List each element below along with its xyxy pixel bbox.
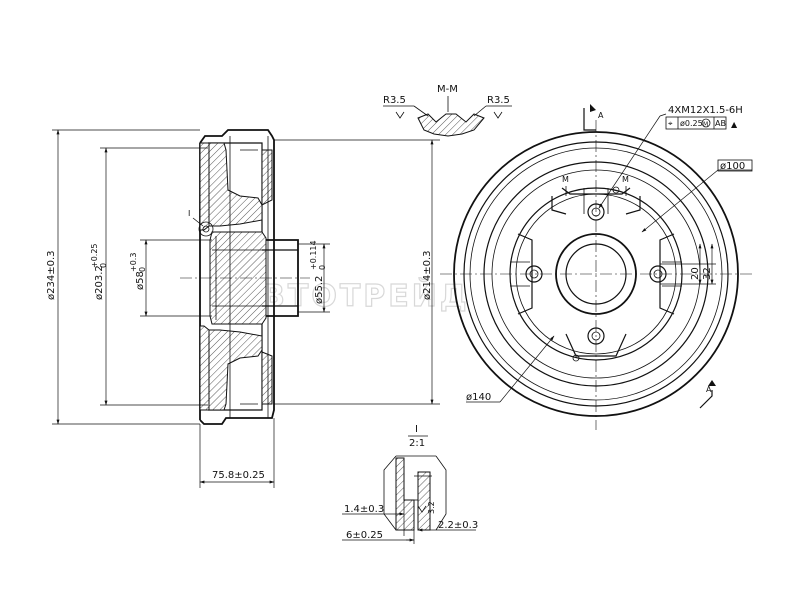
detail-title: I xyxy=(415,424,418,435)
dim-hub-tol-lower: 0 xyxy=(318,265,327,270)
side-section-view: I ø234±0.3 ø203.2 +0.25 0 ø58 +0.3 0 ø55… xyxy=(46,129,440,488)
detail-i-view: I 2:1 1.4±0.3 6±0.25 2.2±0.3 3.2 xyxy=(342,424,478,544)
dim-detail-d3: 2.2±0.3 xyxy=(438,520,478,531)
thread-callout: 4XM12X1.5-6H xyxy=(668,105,743,116)
dim-rim-dia: ø140 xyxy=(466,392,491,403)
view-marker-bottom: A xyxy=(706,385,712,394)
tolerance-modifier: M xyxy=(703,121,708,128)
detail-scale: 2:1 xyxy=(409,438,425,449)
tolerance-frame: ⌖ ø0.25 M AB ▲ xyxy=(665,116,738,130)
detail-roughness: 3.2 xyxy=(427,501,436,514)
dim-pcd: ø100 xyxy=(720,161,745,172)
dim-flange-dia: ø214±0.3 xyxy=(422,251,433,301)
dim-bore-tol-upper: +0.3 xyxy=(129,253,138,272)
front-view: M M A A 4XM12X1.5-6H ⌖ ø0.25 M AB ▲ xyxy=(440,104,753,430)
dim-offset-large: 32 xyxy=(702,267,713,280)
section-radius-left: R3.5 xyxy=(383,95,406,106)
dim-detail-d2: 6±0.25 xyxy=(346,530,383,541)
section-radius-right: R3.5 xyxy=(487,95,510,106)
dim-drum-inner-tol-lower: 0 xyxy=(99,263,108,268)
dim-offset-small: 20 xyxy=(690,267,701,280)
dim-hub-tol-upper: +0.114 xyxy=(309,240,318,270)
view-marker-top: A xyxy=(598,111,604,120)
dim-depth: 75.8±0.25 xyxy=(212,470,265,481)
section-mm-detail: M-M R3.5 R3.5 xyxy=(383,84,512,137)
tolerance-symbol: ⌖ xyxy=(668,119,673,128)
dim-hub-dia: ø55.2 xyxy=(314,276,325,304)
dim-drum-inner-dia: ø203.2 xyxy=(94,265,105,300)
dim-bore-dia: ø58 xyxy=(135,271,146,290)
dim-outer-dia: ø234±0.3 xyxy=(46,251,57,301)
tolerance-datum: AB xyxy=(715,119,726,128)
tolerance-value: ø0.25 xyxy=(680,119,703,128)
dim-detail-d1: 1.4±0.3 xyxy=(344,504,384,515)
watermark-text: ВТОТРЕЙД xyxy=(262,278,470,314)
dim-bore-tol-lower: 0 xyxy=(138,267,147,272)
section-marker-m-left: M xyxy=(562,175,569,184)
section-marker-m-right: M xyxy=(622,175,629,184)
detail-marker-label: I xyxy=(188,209,190,218)
dim-drum-inner-tol-upper: +0.25 xyxy=(90,243,99,268)
section-title: M-M xyxy=(437,84,458,95)
tolerance-flag: ▲ xyxy=(731,120,738,129)
